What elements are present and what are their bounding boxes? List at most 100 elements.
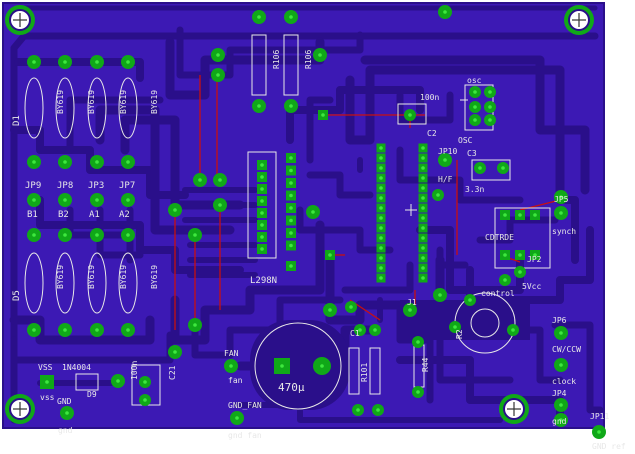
pad-cdtrl-5-drill — [518, 253, 522, 257]
pad-ic-right-11-drill — [421, 256, 425, 260]
label-diode-1: BY619 — [56, 90, 65, 114]
pad-l298n-left-1-drill — [260, 175, 264, 179]
mounting-hole-top-left — [5, 5, 35, 35]
pad-ic-left-3-drill — [379, 176, 383, 180]
pad-ic-left-7-drill — [379, 216, 383, 220]
pad-x-mark-drill — [349, 305, 353, 309]
label-j1: J1 — [407, 298, 417, 307]
label-fan: fan — [228, 376, 243, 385]
mounting-hole-top-right — [564, 5, 594, 35]
pad-dbot-b2-drill — [95, 328, 99, 332]
label-jp3: JP3 — [88, 181, 104, 191]
pad-r106r-a-drill — [289, 15, 293, 19]
airwires — [174, 75, 561, 330]
pad-l298n-left-4-drill — [260, 211, 264, 215]
pad-jp11-drill — [597, 430, 601, 434]
pad-dtop-b2-drill — [95, 160, 99, 164]
label-jp8: JP8 — [57, 181, 73, 191]
pad-cwccw-drill — [559, 363, 563, 367]
pad-osc-6-drill — [488, 118, 492, 122]
pad-jp5-a-drill — [559, 195, 563, 199]
pad-d9-b-drill — [116, 379, 120, 383]
pad-jp4-drill — [559, 403, 563, 407]
label-jp10: JP10 — [438, 147, 457, 156]
pad-osc-1-drill — [473, 90, 477, 94]
pad-ic-right-12-drill — [421, 266, 425, 270]
pad-top-b-drill — [216, 73, 220, 77]
label-c2: C2 — [427, 129, 437, 138]
label-b2: B2 — [58, 210, 69, 220]
pad-ic-left-6-drill — [379, 206, 383, 210]
pad-dtop-b1-drill — [63, 160, 67, 164]
mounting-hole-bottom-left — [5, 394, 35, 424]
label-jp7: JP7 — [119, 181, 135, 191]
label-cwccw: CW/CCW — [552, 345, 581, 354]
pad-ic-right-5-drill — [421, 196, 425, 200]
pad-ic-left-5-drill — [379, 196, 383, 200]
label-100n-osc: 100n — [420, 93, 439, 102]
pad-dbot-b3-drill — [126, 328, 130, 332]
pad-cdtrl-3-drill — [533, 213, 537, 217]
label-a1: A1 — [89, 210, 100, 220]
pad-cdtrl-1-drill — [503, 213, 507, 217]
pad-gnd-right-drill — [559, 418, 563, 422]
pad-j1-a-drill — [408, 308, 412, 312]
r106-right-outline — [283, 34, 299, 96]
pad-mid-5-drill — [198, 178, 202, 182]
pad-jp2-b-drill — [503, 278, 507, 282]
pad-dbot-a3-drill — [126, 233, 130, 237]
pad-mid-10-drill — [193, 323, 197, 327]
silk-labels: D1 D5 BY619 BY619 BY619 BY619 BY619 BY61… — [12, 50, 626, 451]
pad-c470-b-drill — [320, 364, 324, 368]
pad-l298n-left-2-drill — [260, 187, 264, 191]
pad-jp-row2-drill — [95, 198, 99, 202]
label-diode-6: BY619 — [87, 265, 96, 289]
label-gnd-fan: gnd fan — [228, 431, 262, 440]
pad-ic-right-6-drill — [421, 206, 425, 210]
pad-ic-right-3-drill — [421, 176, 425, 180]
pad-gnd-left-drill — [65, 411, 69, 415]
label-synch: synch — [552, 227, 576, 236]
pad-cdtrl-2-drill — [518, 213, 522, 217]
pad-jp-row1-drill — [63, 198, 67, 202]
label-jp5: JP5 — [554, 195, 569, 204]
label-gnd-left: gnd — [58, 426, 73, 435]
pad-ic-left-12-drill — [379, 266, 383, 270]
pad-fan-drill — [229, 364, 233, 368]
label-osc-caps: OSC — [458, 136, 473, 145]
label-r106-left: R106 — [272, 50, 281, 69]
label-c21: C21 — [168, 365, 177, 380]
pad-l298n-right-7-drill — [289, 243, 293, 248]
diode-d1-outline — [24, 77, 44, 139]
pad-dbot-a2-drill — [95, 233, 99, 237]
label-jp6: JP6 — [552, 316, 567, 325]
label-5vcc: 5Vcc — [522, 282, 541, 291]
label-diode-3: BY619 — [119, 90, 128, 114]
pad-l298n-right-5-drill — [289, 218, 293, 223]
pad-osc-2-drill — [473, 105, 477, 109]
pad-l298n-right-3-drill — [289, 193, 293, 198]
pad-ic-left-0-drill — [379, 146, 383, 150]
pad-gnd-fan-drill — [235, 416, 239, 420]
pad-ic-right-10-drill — [421, 246, 425, 250]
pad-dbot-a1-drill — [63, 233, 67, 237]
label-vss: vss — [40, 393, 55, 402]
d9-outline — [75, 373, 99, 391]
label-diode-7: BY619 — [119, 265, 128, 289]
label-c1: C1 — [350, 329, 360, 338]
label-r101: R101 — [360, 363, 369, 382]
pad-dtop-a0-drill — [32, 60, 36, 64]
pad-ic-left-9-drill — [379, 236, 383, 240]
pad-l298n-right-4-drill — [289, 206, 293, 210]
pad-ic-left-10-drill — [379, 246, 383, 250]
pad-ic-right-9-drill — [421, 236, 425, 240]
pad-dtop-a1-drill — [63, 60, 67, 64]
pad-hf-drill — [436, 193, 440, 197]
diode-d5-outline — [24, 252, 44, 314]
label-gnd-ref: GND ref — [592, 442, 626, 451]
label-clock: clock — [552, 377, 576, 386]
label-b1: B1 — [27, 210, 38, 220]
mounting-hole-bottom-right — [499, 394, 529, 424]
